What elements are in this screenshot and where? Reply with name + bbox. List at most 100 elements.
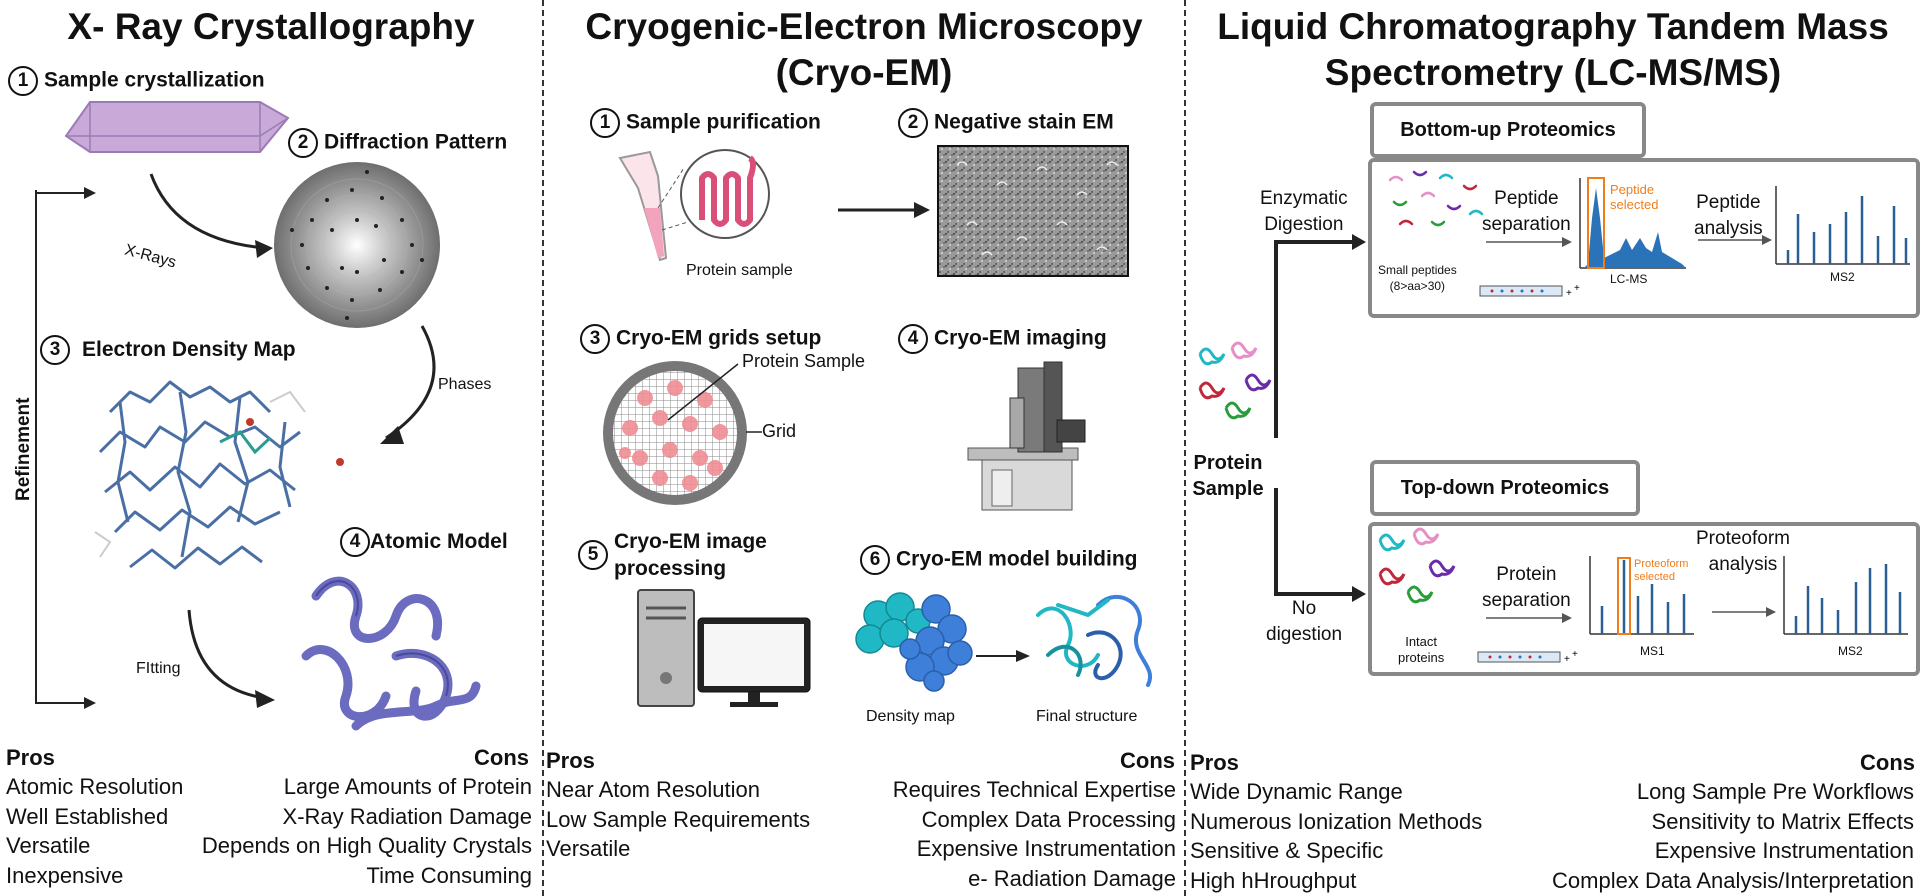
label-line: Peptide — [1610, 182, 1655, 197]
ms2-spectrum-top-down — [1783, 556, 1908, 635]
bottom-up-panel — [1368, 158, 1920, 318]
xray-cons-list: Large Amounts of Protein X-Ray Radiation… — [202, 772, 532, 890]
step-label: processing — [614, 557, 727, 580]
top-down-panel — [1368, 522, 1920, 676]
list-item: Expensive Instrumentation — [1654, 838, 1914, 863]
ms2-label-bottom-up: MS2 — [1830, 270, 1855, 284]
no-digestion-label: No digestion — [1266, 596, 1342, 648]
label-line: Protein — [1193, 452, 1263, 474]
crystal-illustration — [64, 101, 290, 153]
list-item: Large Amounts of Protein — [283, 774, 532, 799]
top-down-title: Top-down Proteomics — [1370, 460, 1640, 516]
step-number: 2 — [288, 128, 318, 158]
label-line: separation — [1482, 590, 1571, 611]
atomic-model — [301, 576, 481, 731]
label-line: Small peptides — [1378, 263, 1457, 277]
svg-text:+: + — [1574, 283, 1580, 294]
bottom-up-title: Bottom-up Proteomics — [1370, 102, 1646, 158]
step-number: 6 — [860, 545, 890, 575]
refinement-arrows — [35, 187, 96, 709]
list-item: Complex Data Analysis/Interpretation — [1552, 867, 1914, 893]
grid-leader-lines — [667, 363, 762, 433]
separation-arrow — [1486, 237, 1572, 247]
list-item: Numerous Ionization Methods — [1190, 808, 1483, 834]
list-item: Depends on High Quality Crystals — [201, 833, 532, 858]
step-label: Diffraction Pattern — [324, 130, 508, 154]
label-line: Proteoform — [1634, 558, 1689, 570]
title-line: Spectrometry (LC-MS/MS) — [1324, 52, 1782, 93]
label-line: Sample — [1192, 478, 1264, 500]
title-line: Liquid Chromatography Tandem Mass — [1217, 6, 1889, 47]
protein-sample-blobs — [1198, 341, 1272, 420]
protein-separation-arrow — [1486, 613, 1572, 623]
phases-arrow — [380, 325, 436, 444]
peptide-analysis-label: Peptide analysis — [1694, 190, 1763, 242]
list-item: Long Sample Pre Workflows — [1636, 779, 1914, 804]
proteoform-selected-label: Proteoform selected — [1634, 558, 1688, 584]
lc-column-icon: ++ — [1479, 283, 1580, 299]
step-label: Cryo-EM imaging — [934, 326, 1107, 350]
label-line: Proteoform — [1696, 528, 1790, 549]
svg-text:+: + — [1572, 649, 1578, 660]
final-structure-illustration — [1036, 594, 1152, 687]
list-item: e- Radiation Damage — [968, 865, 1176, 891]
list-item: Inexpensive — [6, 862, 124, 888]
step-label: Atomic Model — [370, 529, 508, 553]
lcms-title: Liquid Chromatography Tandem Mass Spectr… — [1186, 4, 1920, 96]
list-item: Complex Data Processing — [921, 806, 1176, 832]
list-item: High hHroughput — [1190, 867, 1357, 893]
density-map-illustration — [855, 592, 973, 692]
cryo-pros-header: Pros — [546, 748, 595, 773]
label-line: analysis — [1708, 554, 1778, 575]
diffraction-pattern — [274, 162, 440, 328]
list-item: Versatile — [546, 836, 631, 861]
grid-protein-label: Protein Sample — [742, 351, 866, 371]
lcms-cons-header: Cons — [1860, 750, 1915, 775]
xray-pros-list: Atomic Resolution Well Established Versa… — [6, 772, 183, 890]
electron-density-map — [94, 380, 344, 570]
svg-text:+: + — [1566, 288, 1572, 299]
proteoform-analysis-arrow — [1712, 607, 1776, 617]
peptide-separation-label: Peptide separation — [1482, 186, 1571, 238]
step-number: 3 — [580, 324, 610, 354]
step-number: 3 — [40, 335, 70, 365]
computer-illustration — [637, 589, 811, 707]
list-item: Time Consuming — [366, 862, 532, 888]
step-label: Electron Density Map — [82, 337, 296, 361]
list-item: Requires Technical Expertise — [892, 777, 1176, 802]
title-line: (Cryo-EM) — [775, 52, 953, 93]
small-peptides-label: Small peptides (8>aa>30) — [1378, 262, 1457, 294]
list-item: Sensitivity to Matrix Effects — [1651, 808, 1914, 834]
label-line: analysis — [1694, 218, 1763, 239]
model-building-arrow — [976, 650, 1030, 662]
protein-sample-caption: Protein sample — [686, 262, 793, 279]
grid-label: Grid — [762, 421, 797, 441]
peptide-selected-label: Peptide selected — [1610, 182, 1658, 212]
step-number: 2 — [898, 108, 928, 138]
protein-sample-label: Protein Sample — [1192, 450, 1264, 502]
cryo-title: Cryogenic-Electron Microscopy (Cryo-EM) — [544, 4, 1184, 96]
cryo-cons-list: Requires Technical Expertise Complex Dat… — [893, 775, 1176, 893]
label-line: separation — [1482, 214, 1571, 235]
negative-stain-image — [937, 145, 1129, 277]
branch-arrows — [1274, 234, 1366, 602]
label-line: No — [1291, 598, 1317, 619]
cryo-grid-illustration — [603, 361, 747, 505]
list-item: Expensive Instrumentation — [916, 836, 1176, 861]
xray-title: X- Ray Crystallography — [67, 6, 475, 47]
lc-column-icon-top-down: ++ — [1477, 649, 1578, 665]
label-line: Protein — [1496, 564, 1557, 585]
label-line: Peptide — [1494, 188, 1559, 209]
lc-ms-label: LC-MS — [1610, 272, 1648, 286]
lcms-pros-header: Pros — [1190, 750, 1239, 775]
label-line: selected — [1610, 197, 1659, 212]
ms1-label: MS1 — [1640, 644, 1665, 658]
intact-proteins-label: Intact proteins — [1398, 634, 1444, 666]
